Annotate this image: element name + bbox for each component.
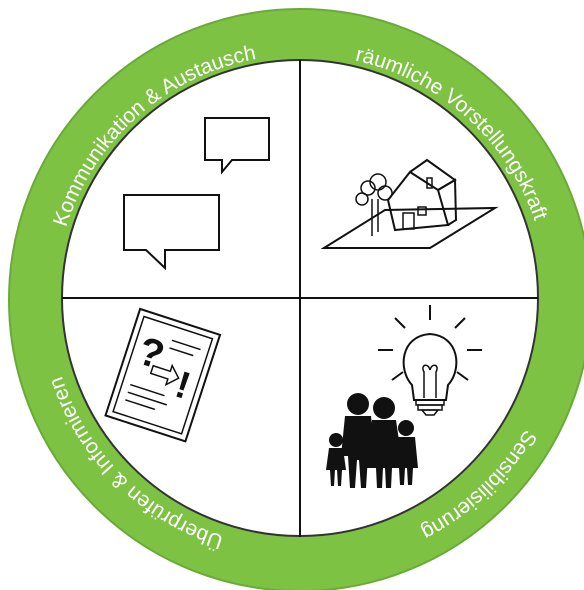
- house-on-plot-icon: [320, 158, 499, 249]
- lightbulb-family-icon: [326, 305, 482, 488]
- speech-bubbles-icon: [123, 117, 270, 271]
